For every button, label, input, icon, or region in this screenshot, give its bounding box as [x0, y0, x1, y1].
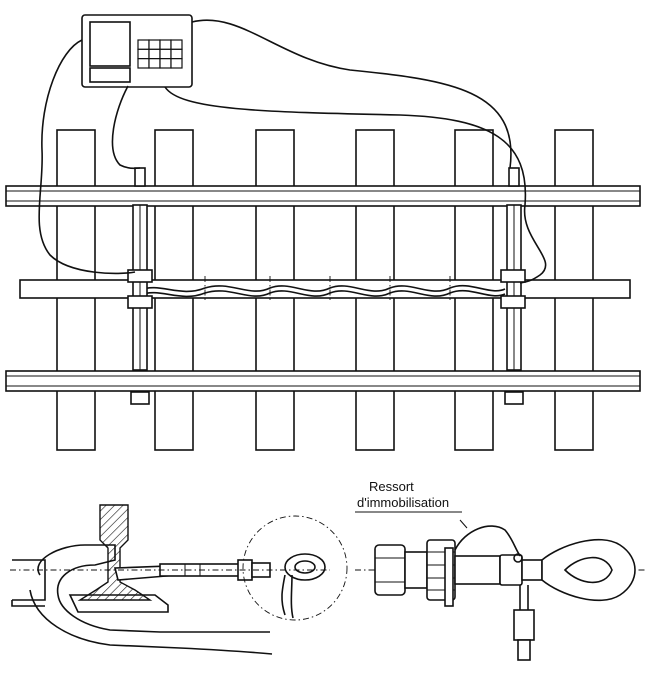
- center-beam: [19, 276, 631, 302]
- keypad-key: [170, 48, 183, 60]
- rail-top: [5, 185, 641, 207]
- keypad-grid: [137, 39, 183, 69]
- keypad-key: [148, 58, 161, 69]
- lifting-eye: [284, 553, 326, 581]
- keypad-key: [137, 58, 150, 69]
- track-plan-view: [5, 14, 641, 451]
- retaining-spring: [454, 525, 521, 557]
- keypad-key: [159, 48, 172, 60]
- cables: [38, 19, 547, 284]
- control-box-screen: [89, 21, 131, 67]
- label-ressort: Ressort: [369, 479, 414, 494]
- keypad-key: [159, 58, 172, 69]
- rail-bottom: [5, 370, 641, 392]
- eye-bolt: [541, 538, 636, 602]
- section-view-detail: [10, 504, 348, 655]
- keypad-key: [137, 48, 150, 60]
- keypad-key: [148, 48, 161, 60]
- right-jack: [500, 167, 526, 405]
- rail-profile: [77, 504, 153, 601]
- keypad-key: [170, 39, 183, 50]
- keypad-key: [148, 39, 161, 50]
- keypad-key: [159, 39, 172, 50]
- hex-nut: [374, 544, 406, 596]
- detail-callout-circle: [242, 515, 348, 621]
- left-jack: [127, 167, 153, 405]
- control-box: [81, 14, 193, 88]
- enlarged-detail: Ressort d'immobilisation: [355, 479, 645, 661]
- keypad-key: [137, 39, 150, 50]
- label-immobilisation: d'immobilisation: [357, 495, 449, 510]
- keypad-key: [170, 58, 183, 69]
